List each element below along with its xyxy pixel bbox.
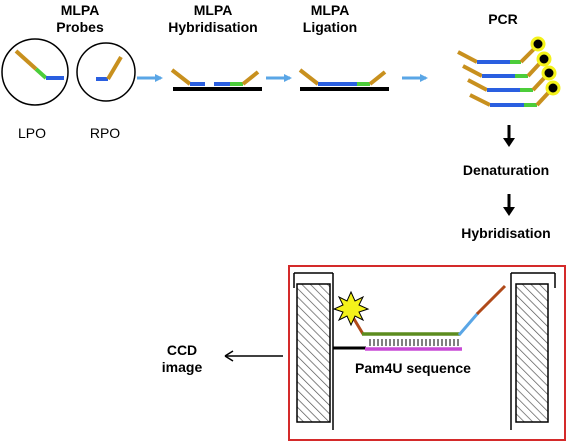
base-pairing-ticks <box>369 339 459 346</box>
lpo-tan-segment <box>14 49 38 71</box>
ligation-title-line1: MLPA <box>310 2 350 18</box>
hybridisation-title: MLPA Hybridisation <box>158 2 268 36</box>
ccd-arrow <box>224 350 283 362</box>
down-arrow-hybridisation <box>503 194 515 216</box>
pam4u-sequence-label: Pam4U sequence <box>355 360 471 376</box>
fluorophore-label <box>536 51 552 67</box>
pcr-product <box>467 65 557 92</box>
right-chip-wall <box>510 272 556 430</box>
down-arrow-denaturation <box>503 125 515 147</box>
rpo-probe <box>76 42 136 102</box>
ligation-title: MLPA Ligation <box>290 2 370 36</box>
ccd-image-label: CCD image <box>152 342 212 376</box>
rpo-label: RPO <box>89 125 121 141</box>
fluorophore-label <box>545 80 561 96</box>
probes-title-line1: MLPA <box>60 2 100 18</box>
probes-title: MLPA Probes <box>35 2 125 36</box>
probes-title-line2: Probes <box>56 19 104 35</box>
pcr-title: PCR <box>488 11 518 27</box>
detection-frame <box>288 265 566 441</box>
pcr-product <box>469 80 561 107</box>
pcr-products <box>457 36 561 107</box>
denaturation-label: Denaturation <box>462 162 550 178</box>
lpo-label: LPO <box>17 125 46 141</box>
fluorescence-star-icon <box>332 290 370 327</box>
lpo-probe <box>1 38 69 106</box>
rpo-tan-segment <box>106 55 123 81</box>
pcr-product <box>457 36 546 64</box>
capture-assembly <box>332 284 507 351</box>
pcr-product <box>462 51 552 78</box>
lig-left-tan <box>298 68 320 86</box>
left-chip-wall <box>293 272 334 430</box>
lpo-green-segment <box>34 67 48 80</box>
ligation-title-line2: Ligation <box>302 19 358 35</box>
ligation-graphic <box>298 68 389 91</box>
hyb-right-tan <box>241 70 260 86</box>
ccd-label-line1: CCD <box>166 342 198 358</box>
amplicon-blue-right <box>457 312 480 336</box>
lig-right-tan <box>368 70 387 86</box>
fluorophore-label <box>530 36 546 52</box>
hybridisation-title-line2: Hybridisation <box>168 19 258 35</box>
hybridisation2-label: Hybridisation <box>461 225 551 241</box>
amplicon-rust-right <box>475 284 507 316</box>
hybridisation-graphic <box>170 68 262 91</box>
lpo-circle <box>1 38 69 106</box>
rpo-circle <box>76 42 136 102</box>
fluorophore-label <box>541 65 557 81</box>
ccd-label-line2: image <box>161 359 203 375</box>
hyb-left-tan <box>170 68 192 86</box>
hybridisation-title-line1: MLPA <box>193 2 233 18</box>
